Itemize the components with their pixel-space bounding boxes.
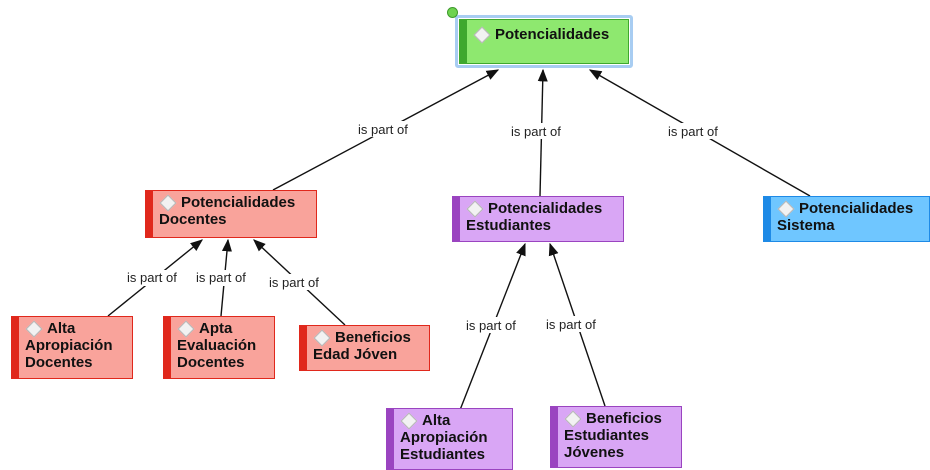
- node-alta-apropiacion-estudiantes[interactable]: Alta Apropiación Estudiantes: [386, 408, 513, 470]
- concept-icon: [564, 410, 582, 428]
- node-label: Potencialidades Docentes: [159, 194, 296, 228]
- concept-icon: [25, 320, 43, 338]
- concept-icon: [313, 329, 331, 347]
- edge-label-bg: [266, 274, 330, 290]
- node-label: Beneficios Estudiantes Jóvenes: [564, 410, 662, 461]
- edge-label-alta-estudiantes: is part of: [466, 318, 516, 333]
- edge-label-bg: [193, 270, 257, 286]
- edge-label-estudiantes-root: is part of: [511, 124, 561, 139]
- concept-icon: [466, 200, 484, 218]
- edge-label-beneficios-joven: is part of: [269, 275, 319, 290]
- selection-outline: [455, 15, 633, 68]
- node-beneficios-estudiantes-jovenes[interactable]: Beneficios Estudiantes Jóvenes: [550, 406, 682, 468]
- node-beneficios-edad-joven[interactable]: Beneficios Edad Jóven: [299, 325, 430, 371]
- concept-icon: [777, 200, 795, 218]
- node-apta-evaluacion-docentes[interactable]: Apta Evaluación Docentes: [163, 316, 275, 379]
- node-label: Potencialidades Sistema: [777, 200, 914, 234]
- node-label: Beneficios Edad Jóven: [313, 329, 411, 363]
- edge-label-bg: [124, 270, 188, 286]
- node-label: Alta Apropiación Docentes: [25, 320, 113, 371]
- node-alta-apropiacion-docentes[interactable]: Alta Apropiación Docentes: [11, 316, 133, 379]
- edge-label-beneficios-estudiantes: is part of: [546, 317, 596, 332]
- concept-icon: [473, 26, 491, 44]
- concept-icon: [177, 320, 195, 338]
- edge-label-bg: [355, 121, 419, 137]
- node-label: Apta Evaluación Docentes: [177, 320, 257, 371]
- edge-label-apta-docentes: is part of: [196, 270, 246, 285]
- node-potencialidades-sistema[interactable]: Potencialidades Sistema: [763, 196, 930, 242]
- node-potencialidades-docentes[interactable]: Potencialidades Docentes: [145, 190, 317, 238]
- edge-label-bg: [508, 123, 572, 139]
- node-label: Potencialidades Estudiantes: [466, 200, 603, 234]
- edge-label-bg: [463, 317, 527, 333]
- node-label: Alta Apropiación Estudiantes: [400, 412, 488, 463]
- node-potencialidades[interactable]: Potencialidades: [459, 19, 629, 64]
- edge-label-docentes-root: is part of: [358, 122, 408, 137]
- node-potencialidades-estudiantes[interactable]: Potencialidades Estudiantes: [452, 196, 624, 242]
- edge-label-bg: [543, 316, 607, 332]
- concept-icon: [400, 412, 418, 430]
- edge-label-bg: [665, 123, 729, 139]
- edge-label-alta-docentes: is part of: [127, 270, 177, 285]
- edge-label-sistema-root: is part of: [668, 124, 718, 139]
- concept-icon: [159, 194, 177, 212]
- selection-handle[interactable]: [447, 7, 458, 18]
- node-label: Potencialidades: [495, 26, 610, 43]
